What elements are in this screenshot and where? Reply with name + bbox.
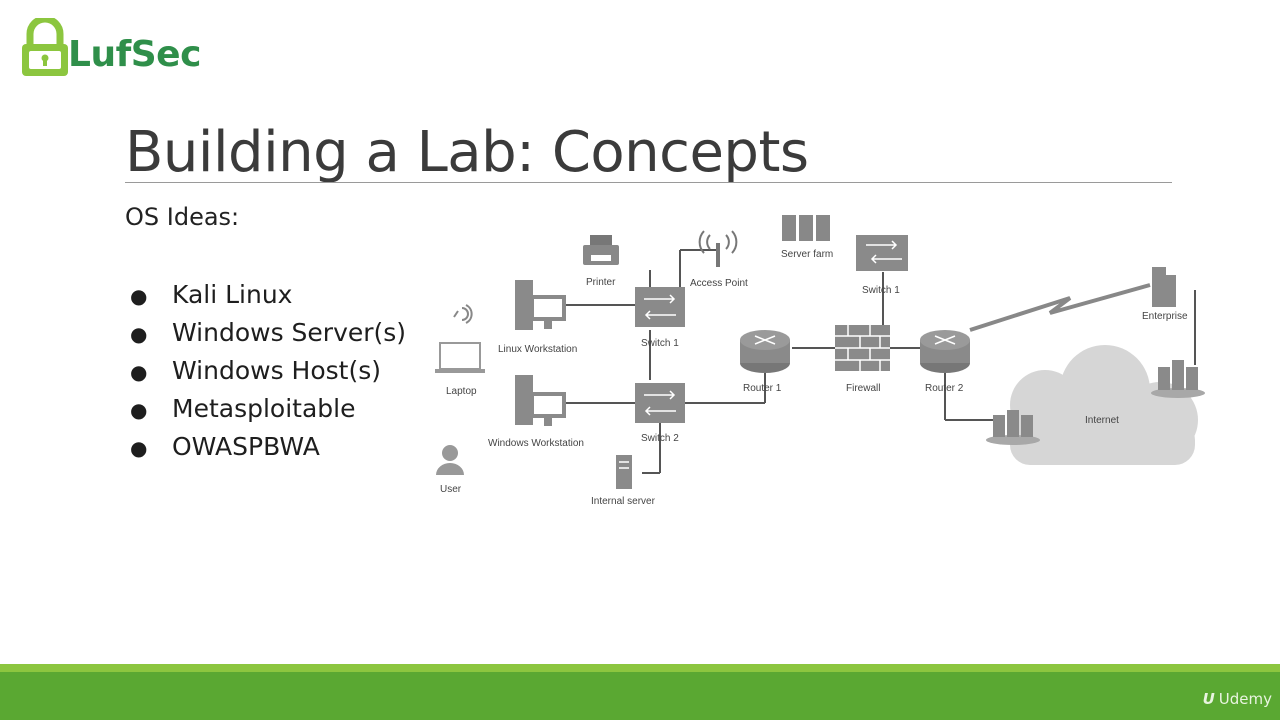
windows-workstation-label: Windows Workstation: [488, 438, 584, 449]
router-1-icon: [740, 330, 790, 373]
network-diagram: Internet Printer Access Point Server far…: [435, 215, 1205, 507]
windows-workstation-icon: [515, 375, 566, 426]
internet-cloud: [1010, 345, 1198, 465]
internal-server-label: Internal server: [591, 496, 656, 507]
brand-name: LufSec: [68, 34, 201, 75]
internal-server-icon: [616, 455, 632, 489]
bullet-icon: ●: [130, 284, 148, 308]
bullet-icon: ●: [130, 360, 148, 384]
list-item: ●Kali Linux: [130, 276, 406, 314]
user-icon: [436, 445, 464, 475]
router-2-icon: [920, 330, 970, 373]
list-item: ●Windows Host(s): [130, 352, 406, 390]
internet-servers-right-icon: [1151, 360, 1205, 398]
printer-label: Printer: [586, 277, 616, 288]
user-label: User: [440, 484, 462, 495]
bullet-icon: ●: [130, 398, 148, 422]
switch-1-icon: [635, 287, 685, 327]
list-item: ●Metasploitable: [130, 390, 406, 428]
udemy-logo-icon: U: [1202, 690, 1215, 708]
title-divider: [125, 182, 1172, 183]
server-farm-label: Server farm: [781, 249, 833, 260]
os-list: ●Kali Linux ●Windows Server(s) ●Windows …: [130, 276, 406, 466]
linux-workstation-icon: [515, 280, 566, 330]
access-point-icon: [698, 230, 738, 267]
linux-workstation-label: Linux Workstation: [498, 344, 577, 355]
switch-top-label: Switch 1: [862, 285, 900, 296]
lightning-bolt: [969, 283, 1151, 332]
udemy-label: Udemy: [1218, 690, 1272, 708]
internet-servers-left-icon: [986, 410, 1040, 445]
enterprise-label: Enterprise: [1142, 311, 1188, 322]
laptop-icon: [435, 304, 485, 373]
internet-label: Internet: [1085, 415, 1119, 426]
switch-top-icon: [856, 235, 908, 271]
server-farm-icon: [782, 215, 830, 241]
slide-title: Building a Lab: Concepts: [125, 120, 809, 185]
access-point-label: Access Point: [690, 278, 748, 289]
lufsec-logo: LufSec: [20, 15, 201, 80]
list-item: ●OWASPBWA: [130, 428, 406, 466]
firewall-label: Firewall: [846, 383, 880, 394]
bullet-icon: ●: [130, 436, 148, 460]
firewall-icon: [835, 325, 890, 371]
switch-2-label: Switch 2: [641, 433, 679, 444]
router-2-label: Router 2: [925, 383, 964, 394]
laptop-label: Laptop: [446, 386, 477, 397]
printer-icon: [583, 235, 619, 265]
switch-1-label: Switch 1: [641, 338, 679, 349]
switch-2-icon: [635, 383, 685, 423]
connections: [565, 249, 1196, 474]
footer-stripe: [0, 664, 1280, 672]
bullet-icon: ●: [130, 322, 148, 346]
lock-icon: [22, 15, 68, 76]
list-item: ●Windows Server(s): [130, 314, 406, 352]
enterprise-building-icon: [1152, 267, 1176, 307]
os-ideas-heading: OS Ideas:: [125, 203, 240, 231]
router-1-label: Router 1: [743, 383, 782, 394]
